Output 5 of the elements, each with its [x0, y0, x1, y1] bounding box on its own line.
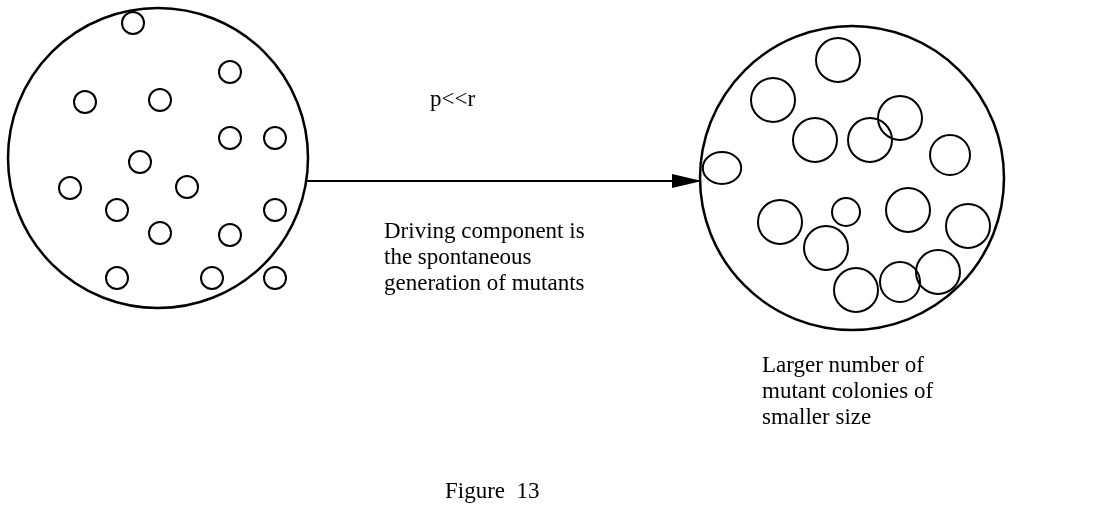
petri-dish [6, 6, 310, 310]
dish-caption: Larger number of mutant colonies of smaller size [762, 352, 935, 430]
annotation-text: Driving component is the spontaneous generation of mutants [384, 218, 586, 296]
figure-caption: Figure 13 [445, 478, 540, 504]
petri-dish [698, 24, 1006, 332]
